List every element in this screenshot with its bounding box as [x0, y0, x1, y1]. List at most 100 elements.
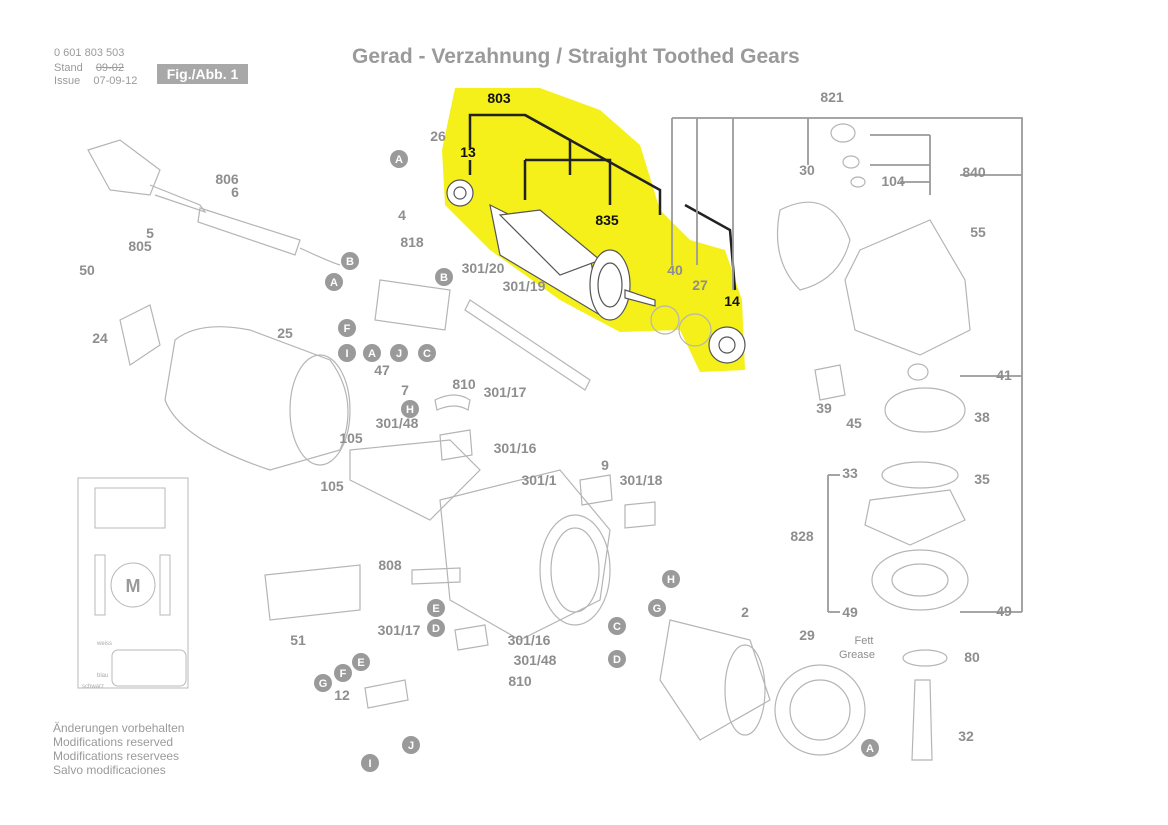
part-label-805: 805	[128, 238, 152, 254]
connector-circle	[648, 599, 666, 617]
connector-marker-j: J	[390, 344, 408, 362]
connector-letter: J	[396, 348, 402, 360]
connector-letter: J	[408, 740, 414, 752]
stand-date: 09-02	[95, 62, 124, 74]
connector-marker-a: A	[861, 739, 879, 757]
connector-circle	[363, 344, 381, 362]
part-label-104: 104	[881, 173, 905, 189]
part-label-55: 55	[970, 224, 986, 240]
connector-marker-a: A	[325, 273, 343, 291]
page-title: Gerad - Verzahnung / Straight Toothed Ge…	[352, 45, 800, 68]
note-line: Salvo modificaciones	[53, 763, 166, 777]
connector-circle	[390, 150, 408, 168]
part-label-806: 806	[215, 171, 239, 187]
connector-circle	[861, 739, 879, 757]
note-line: Modifications reservees	[53, 749, 180, 763]
part-label-301-18: 301/18	[620, 472, 663, 488]
part-label-301-19: 301/19	[503, 278, 546, 294]
connector-circle	[338, 319, 356, 337]
motor-symbol: M	[126, 576, 141, 596]
part-label-24: 24	[92, 330, 108, 346]
part-label-38: 38	[974, 409, 990, 425]
part-label-803: 803	[487, 90, 511, 106]
note-line: Modifications reserved	[53, 735, 174, 749]
part-label-2: 2	[741, 604, 749, 620]
part-label-40: 40	[667, 262, 683, 278]
connector-marker-g: G	[648, 599, 666, 617]
part-label-105a: 105	[339, 430, 363, 446]
part-label-301-1: 301/1	[521, 472, 556, 488]
part-label-30: 30	[799, 162, 815, 178]
connector-letter: B	[346, 256, 354, 268]
part-label-301-17b: 301/17	[378, 622, 421, 638]
connector-letter: D	[432, 623, 440, 635]
part-label-26: 26	[430, 128, 446, 144]
stand-label: Stand	[54, 62, 83, 74]
part-label-301-16b: 301/16	[508, 632, 551, 648]
connector-letter: I	[368, 758, 371, 770]
connector-marker-d: D	[608, 650, 626, 668]
part-label-301-48b: 301/48	[514, 652, 557, 668]
connector-marker-c: C	[608, 617, 626, 635]
connector-letter: H	[406, 404, 414, 416]
part-label-49b: 49	[996, 603, 1012, 619]
part-label-fett: Fett	[855, 635, 874, 647]
part-label-41: 41	[996, 367, 1012, 383]
connector-marker-b: B	[435, 268, 453, 286]
leader-lines	[671, 117, 1023, 613]
connector-letter: G	[653, 603, 662, 615]
connector-letter: E	[432, 603, 439, 615]
part-label-808: 808	[378, 557, 402, 573]
part-label-810b: 810	[508, 673, 532, 689]
connector-circle	[608, 650, 626, 668]
connector-marker-a: A	[390, 150, 408, 168]
connector-circle	[352, 653, 370, 671]
connector-letter: D	[613, 654, 621, 666]
connector-marker-e: E	[427, 599, 445, 617]
wiring-schematic	[77, 477, 189, 689]
connector-letter: E	[357, 657, 364, 669]
modification-notes: Änderungen vorbehalten Modifications res…	[53, 721, 184, 777]
part-label-80: 80	[964, 649, 980, 665]
connector-circle	[325, 273, 343, 291]
connector-circle	[418, 344, 436, 362]
armature-highlight	[442, 88, 745, 372]
issue-label: Issue	[54, 75, 81, 87]
connector-letter: A	[368, 348, 376, 360]
connector-marker-h: H	[662, 570, 680, 588]
connector-circle	[314, 674, 332, 692]
connector-circle	[361, 754, 379, 772]
connector-circle	[341, 252, 359, 270]
part-label-50: 50	[79, 262, 95, 278]
part-label-grease: Grease	[839, 649, 875, 661]
part-label-13: 13	[460, 144, 476, 160]
connector-marker-i: I	[361, 754, 379, 772]
part-label-35: 35	[974, 471, 990, 487]
part-label-33: 33	[842, 465, 858, 481]
connector-letter: G	[319, 678, 328, 690]
connector-marker-e: E	[352, 653, 370, 671]
part-label-301-20: 301/20	[462, 260, 505, 276]
part-label-9: 9	[601, 457, 609, 473]
connector-circle	[401, 400, 419, 418]
note-line: Änderungen vorbehalten	[53, 721, 185, 735]
part-label-5: 5	[146, 225, 154, 241]
part-label-51: 51	[290, 632, 306, 648]
part-label-12: 12	[334, 687, 350, 703]
part-label-32: 32	[958, 728, 974, 744]
part-label-27: 27	[692, 277, 708, 293]
schematic-label-blau: blau	[97, 673, 108, 679]
connector-letter: I	[345, 348, 348, 360]
connector-circle	[427, 599, 445, 617]
figure-label: Fig./Abb. 1	[157, 64, 248, 84]
connector-letter: A	[395, 154, 403, 166]
part-label-47: 47	[374, 362, 390, 378]
connector-marker-i: I	[338, 344, 356, 362]
connector-marker-d: D	[427, 619, 445, 637]
connector-circle	[662, 570, 680, 588]
connector-marker-h: H	[401, 400, 419, 418]
connector-letter: C	[423, 348, 431, 360]
part-label-821: 821	[820, 89, 844, 105]
connector-marker-f: F	[338, 319, 356, 337]
part-label-6: 6	[231, 184, 239, 200]
